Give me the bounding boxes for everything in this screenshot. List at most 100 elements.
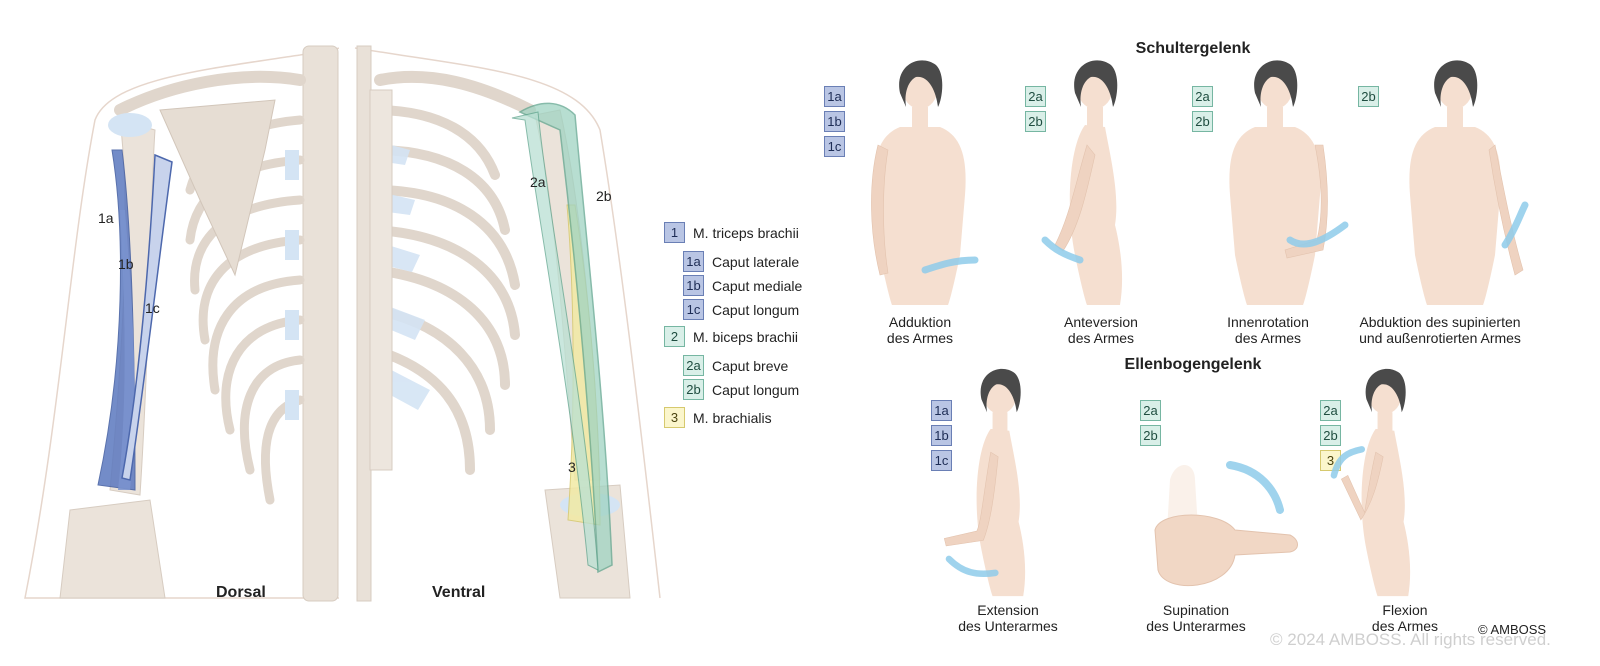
copyright: © AMBOSS — [1478, 622, 1547, 637]
biceps-short-head — [511, 111, 599, 571]
legend-item-2: 2 M. biceps brachii — [664, 326, 798, 347]
motion-arrow — [1226, 461, 1284, 514]
person-figure — [943, 368, 1026, 597]
caption-line-1: Extension — [977, 602, 1039, 618]
sternum — [369, 89, 393, 471]
arm — [1340, 451, 1384, 521]
caption-line-1: Adduktion — [888, 314, 952, 330]
arm — [1284, 144, 1328, 259]
hair — [1365, 368, 1406, 413]
caption-line-2: des Unterarmes — [958, 618, 1058, 634]
figure-badge-1b: 1b — [824, 111, 845, 132]
legend-text: Caput breve — [712, 357, 789, 374]
neck — [1377, 412, 1393, 433]
motion-arrow — [1501, 201, 1529, 249]
legend-text: Caput laterale — [712, 253, 800, 270]
ventral-body-outline — [354, 47, 661, 599]
legend-item-3: 3 M. brachialis — [664, 407, 772, 428]
person-figure — [1041, 60, 1123, 305]
dorsal-clavicle — [114, 70, 306, 116]
neck — [1447, 107, 1463, 129]
figure-badge-2b: 2b — [1140, 425, 1161, 446]
person-figure — [1409, 60, 1529, 305]
legend-badge: 1 — [664, 222, 685, 243]
arm — [871, 144, 889, 276]
section-title-elbow: Ellenbogengelenk — [1124, 356, 1262, 373]
legend-text: Caput mediale — [712, 277, 803, 294]
hair — [899, 60, 943, 107]
person-figure — [1229, 60, 1349, 305]
figure-badge-2b: 2b — [1320, 425, 1341, 446]
legend-badge: 2 — [664, 326, 685, 347]
caption-line-2: des Armes — [1371, 618, 1439, 634]
neck — [992, 412, 1008, 433]
figure-badge-2b: 2b — [1192, 111, 1213, 132]
legend-text: M. biceps brachii — [693, 328, 799, 345]
fist — [1154, 514, 1298, 587]
caption-line-2: des Armes — [1234, 330, 1302, 346]
figure-badge-2a: 2a — [1140, 400, 1161, 421]
caption-line-2: des Armes — [1067, 330, 1135, 346]
legend-text: M. brachialis — [693, 409, 772, 426]
label-2a: 2a — [530, 174, 546, 190]
arm — [1488, 144, 1524, 276]
legend-text: Caput longum — [712, 301, 800, 318]
ventral-spine — [356, 45, 372, 602]
torso — [874, 127, 966, 305]
motion-arrow — [1041, 236, 1084, 264]
motion-arrow — [921, 256, 979, 274]
figure-badge-1c: 1c — [931, 450, 952, 471]
section-title-shoulder: Schultergelenk — [1135, 40, 1251, 57]
caption-line-2: des Armes — [886, 330, 954, 346]
hair — [980, 368, 1021, 413]
dorsal-forearm — [59, 499, 166, 599]
label-3: 3 — [568, 459, 576, 475]
hair — [1254, 60, 1298, 107]
torso — [1229, 127, 1321, 305]
torso — [1409, 127, 1501, 305]
motion-arrow — [945, 555, 999, 578]
arm — [943, 451, 999, 547]
biceps-long-head — [518, 102, 613, 574]
caption-line-1: Flexion — [1382, 602, 1428, 618]
person-figure — [871, 60, 979, 305]
legend-badge: 1c — [683, 299, 704, 320]
legend-badge: 2b — [683, 379, 704, 400]
person-figure — [1330, 368, 1411, 597]
figure-badge-1b: 1b — [931, 425, 952, 446]
motion-arrow — [1330, 446, 1366, 479]
figure-badge-1a: 1a — [931, 400, 952, 421]
view-label-ventral: Ventral — [432, 584, 486, 601]
label-1b: 1b — [118, 256, 134, 272]
neck — [1087, 107, 1103, 129]
caption-line-1: Innenrotation — [1227, 314, 1309, 330]
figure-badge-1c: 1c — [824, 136, 845, 157]
caption-line-2: des Unterarmes — [1146, 618, 1246, 634]
scapula — [159, 99, 276, 277]
ventral-ribs — [370, 105, 520, 475]
figure-badge-2a: 2a — [1025, 86, 1046, 107]
view-label-dorsal: Dorsal — [216, 584, 266, 601]
watermark: © 2024 AMBOSS. All rights reserved. — [1270, 630, 1551, 649]
figure-badge-1a: 1a — [824, 86, 845, 107]
legend-badge: 3 — [664, 407, 685, 428]
ventral-clavicle — [374, 70, 536, 116]
legend-item-1c: 1c Caput longum — [683, 299, 799, 320]
dorsal-cartilage — [285, 150, 299, 420]
dorsal-spine — [302, 45, 339, 602]
figure-badge-2a: 2a — [1192, 86, 1213, 107]
neck — [1267, 107, 1283, 129]
neck — [912, 107, 928, 129]
caption-line-2: und außenrotierten Armes — [1359, 330, 1521, 346]
figure-badge-2b: 2b — [1358, 86, 1379, 107]
motion-arrow — [1286, 221, 1349, 248]
legend-badge: 1a — [683, 251, 704, 272]
label-1c: 1c — [145, 300, 160, 316]
